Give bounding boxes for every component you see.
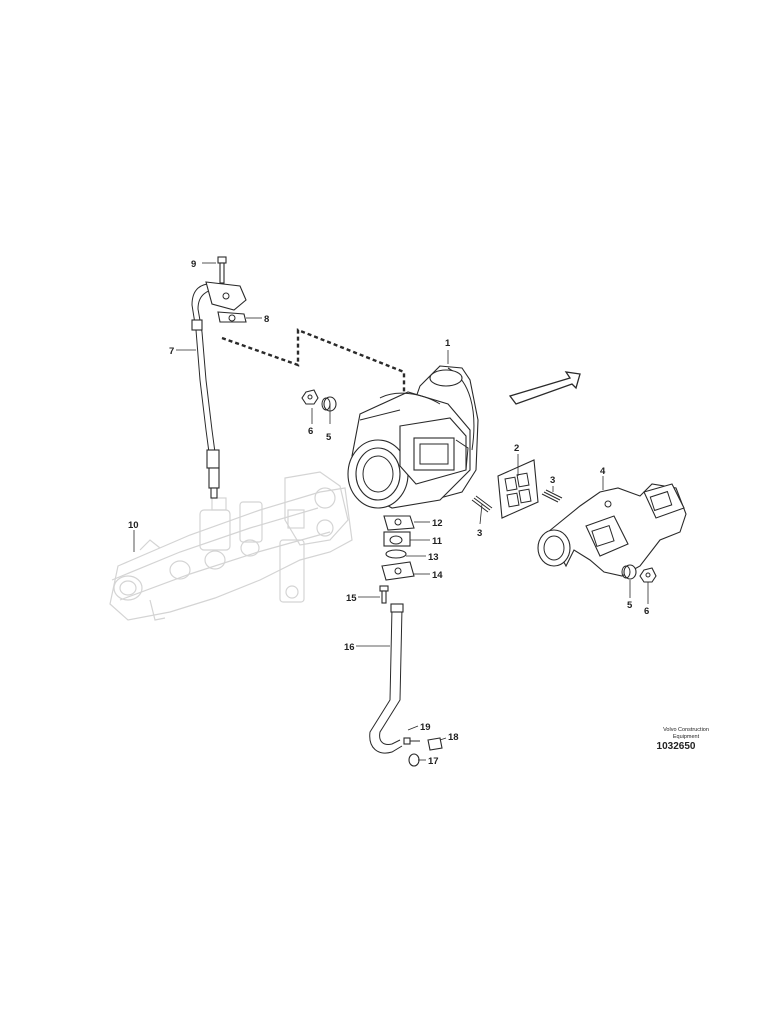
gasket-8 — [217, 311, 247, 323]
callout-7: 7 — [169, 346, 174, 357]
nut-6-left — [301, 389, 319, 405]
oil-feed-pipe — [191, 283, 223, 499]
banjo-bolt-9 — [205, 256, 247, 311]
drain-pipe-16 — [369, 603, 404, 754]
dashed-link-line — [221, 328, 406, 395]
callout-11: 11 — [432, 536, 443, 547]
callout-3: 3 — [550, 475, 555, 486]
exhaust-manifold — [537, 483, 687, 577]
credit-company: Volvo Construction Equipment — [640, 727, 732, 741]
gasket-14 — [381, 561, 415, 581]
callout-8: 8 — [264, 314, 269, 325]
callout-1: 1 — [445, 338, 451, 349]
callout-14: 14 — [432, 570, 443, 581]
callout-17: 17 — [428, 756, 439, 767]
callout-6: 6 — [644, 606, 649, 617]
gasket-2 — [497, 459, 539, 519]
drawing-number: 1032650 — [656, 741, 696, 752]
callout-16: 16 — [344, 642, 355, 653]
credit-line-1: Volvo Construction — [663, 727, 709, 733]
turbocharger — [347, 365, 479, 509]
callout-3: 3 — [477, 528, 482, 539]
clip-18 — [427, 737, 443, 751]
callout-13: 13 — [428, 552, 439, 563]
spacer-5-left — [321, 396, 337, 412]
direction-arrow — [508, 371, 581, 405]
gasket-12 — [383, 515, 415, 531]
stud-3-right — [541, 489, 563, 503]
callout-18: 18 — [448, 732, 459, 743]
callout-10: 10 — [128, 520, 139, 531]
screw-19 — [403, 737, 420, 745]
callout-15: 15 — [346, 593, 357, 604]
credit-line-2: Equipment — [672, 734, 700, 740]
callout-4: 4 — [600, 466, 606, 477]
leader-lines — [133, 262, 649, 761]
bolt-15 — [379, 585, 389, 604]
callout-19: 19 — [420, 722, 431, 733]
callout-6: 6 — [308, 426, 313, 437]
o-ring-13 — [385, 549, 407, 559]
o-ring-17 — [408, 753, 420, 767]
flange-11 — [383, 531, 411, 547]
callout-9: 9 — [191, 259, 196, 270]
inlet-manifold-ghost — [109, 471, 353, 621]
callout-2: 2 — [514, 443, 519, 454]
callout-5: 5 — [627, 600, 633, 611]
nut-6-right — [639, 567, 657, 583]
callout-5: 5 — [326, 432, 332, 443]
callout-12: 12 — [432, 518, 443, 529]
spacer-5-right — [621, 564, 637, 580]
